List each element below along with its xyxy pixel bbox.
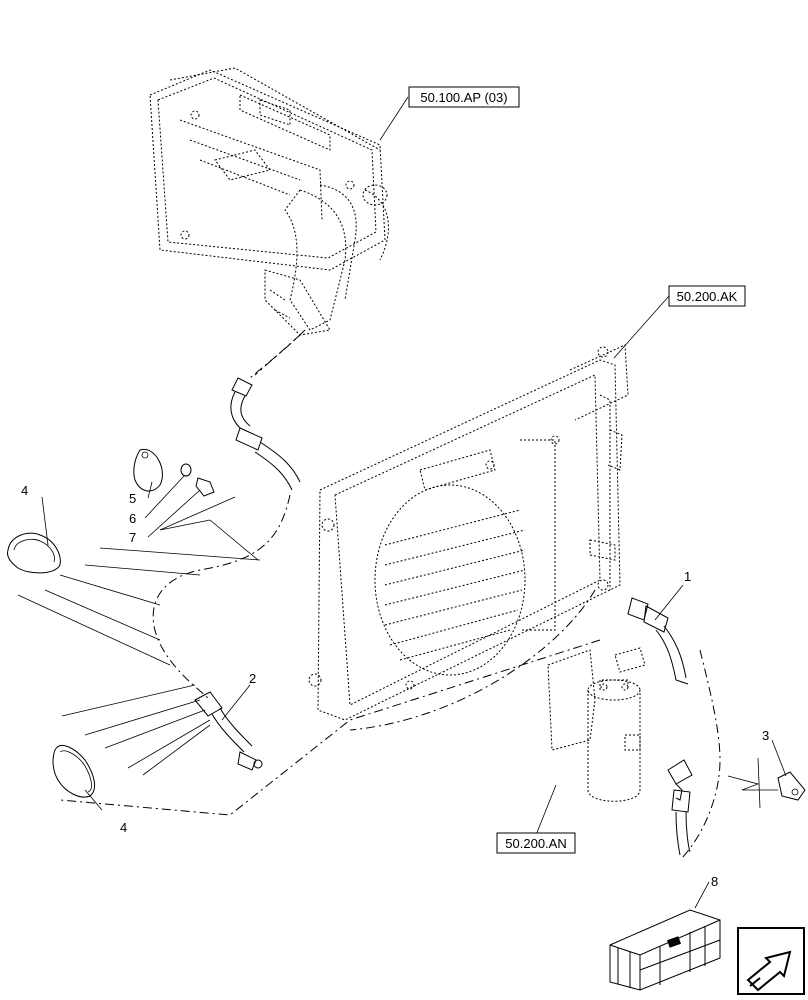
callout-6: 6 xyxy=(129,511,136,526)
ref-box-radiator[interactable]: 50.200.AK xyxy=(668,285,746,307)
ref-box-drier[interactable]: 50.200.AN xyxy=(496,832,576,854)
callout-7: 7 xyxy=(129,530,136,545)
callout-leaders xyxy=(41,96,787,909)
routing-line-b xyxy=(349,589,596,731)
hose-1 xyxy=(627,597,689,685)
connection-line-top xyxy=(254,334,301,376)
ac-unit-assembly xyxy=(149,67,389,336)
crate-icon xyxy=(609,909,721,991)
condenser-radiator xyxy=(308,344,629,721)
callout-5: 5 xyxy=(129,491,136,506)
hose-segment-upper xyxy=(230,377,301,491)
callout-2: 2 xyxy=(249,671,256,686)
ref-box-top[interactable]: 50.100.AP (03) xyxy=(408,86,520,108)
clamp-parts xyxy=(133,448,215,497)
arrow-icon[interactable] xyxy=(737,927,805,995)
grommet-lower xyxy=(52,745,96,798)
receiver-drier xyxy=(547,647,646,802)
callout-3: 3 xyxy=(762,728,769,743)
routing-line-a xyxy=(59,639,601,816)
ref-radiator-label: 50.200.AK xyxy=(677,289,738,304)
bracket-part-3 xyxy=(777,771,806,801)
routing-line-d xyxy=(679,649,721,861)
leader-lines xyxy=(17,496,778,809)
ref-drier-label: 50.200.AN xyxy=(505,836,566,851)
ref-top-label: 50.100.AP (03) xyxy=(420,90,507,105)
grommet-upper xyxy=(7,532,61,574)
hose-lower xyxy=(667,759,693,856)
callout-4-lower: 4 xyxy=(120,820,127,835)
routing-line-e xyxy=(249,329,306,379)
routing-line-c xyxy=(152,494,291,701)
callout-1: 1 xyxy=(684,569,691,584)
hose-2 xyxy=(194,691,263,771)
callout-4-upper: 4 xyxy=(21,483,28,498)
callout-8: 8 xyxy=(711,874,718,889)
